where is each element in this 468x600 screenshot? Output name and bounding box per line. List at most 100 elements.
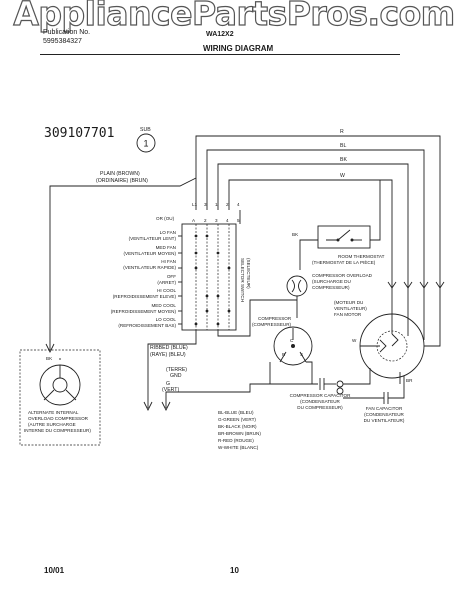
wire-label-w: W (340, 173, 345, 179)
fan-motor (359, 288, 441, 384)
ribbed-label-fr: (RAYE) (BLEU) (150, 352, 186, 358)
wire-label-bk: BK (340, 157, 347, 163)
sub-circle (136, 133, 156, 153)
mode-lo-cool-fr: (REFROIDISSEMENT BAS) (118, 323, 176, 328)
page-title: WIRING DIAGRAM (203, 44, 274, 53)
switch-terminal-3: 3 (204, 202, 207, 207)
capacitor-junction (336, 368, 371, 395)
switch-sub-terminal-5: 5 (237, 218, 240, 223)
fan-capacitor-label: FAN CAPACITOR (366, 406, 403, 411)
compressor-capacitor (269, 361, 336, 390)
switch-terminal-2: 2 (226, 202, 229, 207)
alternate-overload-inset (19, 349, 101, 446)
selector-switch (178, 223, 237, 331)
compressor-label: COMPRESSOR (258, 316, 292, 321)
ground-label: (TERRE) (166, 367, 187, 373)
legend-brown: BR-BROWN (BRUN) (218, 431, 261, 436)
fan-capacitor (343, 376, 405, 404)
switch-terminal-4: 4 (237, 202, 240, 207)
ground-wire-arrow (161, 401, 171, 412)
selector-switch-label-fr: (SELECTEUR) (246, 258, 251, 289)
selector-to-compressor-wire (217, 299, 297, 337)
fan-motor-wire-br: BR (406, 378, 413, 383)
plain-label-fr: (ORDINAIRE) (BRUN) (96, 178, 148, 184)
legend-blue: BL-BLUE (BLEU) (218, 410, 254, 415)
legend-white: W-WHITE (BLANC) (218, 445, 259, 450)
compressor-overload (286, 248, 308, 318)
compressor-overload-label: COMPRESSOR OVERLOAD (312, 273, 373, 278)
switch-sub-terminal-2: 2 (204, 218, 207, 223)
legend-green: G-GREEN (VERT) (218, 417, 256, 422)
compressor-terminal-r: R (282, 352, 286, 357)
compressor-overload-label-fr1: (SURCHARGE DU (312, 279, 351, 284)
fan-motor-wire-w: W (352, 338, 357, 343)
mode-off-fr: (ARRET) (157, 280, 176, 285)
g-label: G (166, 381, 170, 387)
switch-sub-terminal-a: A (192, 218, 196, 223)
wire-label-r: R (340, 129, 344, 135)
compressor-capacitor-label-fr2: DU COMPRESSEUR) (297, 405, 343, 410)
fan-motor-label-fr1: (MOTEUR DU (334, 300, 363, 305)
footer-date: 10/01 (44, 566, 65, 575)
mode-off: OFF (167, 274, 176, 279)
inset-wire-bk: BK (46, 356, 53, 361)
alt-overload-label-fr2: INTERNE DU COMPRESSEUR) (24, 428, 91, 433)
header-rule (40, 54, 400, 55)
ribbed-wire-arrow (143, 401, 153, 412)
room-thermostat (299, 180, 381, 249)
compressor-label-fr: (COMPRESSEUR) (252, 322, 292, 327)
sub-label: SUB (140, 127, 151, 133)
plain-cord (49, 177, 197, 350)
mode-med-fan: MED FAN (156, 245, 176, 250)
fan-capacitor-label-fr2: DU VENTILATEUR) (364, 418, 405, 423)
compressor-capacitor-label: COMPRESSOR CAPACITOR (290, 393, 352, 398)
mode-hi-cool: HI COOL (157, 288, 176, 293)
ribbed-label: RIBBED (BLUE) (150, 345, 188, 351)
selector-switch-label: SELECTOR SWITCH (240, 258, 245, 302)
mode-lo-fan-fr: (VENTILATEUR LENT) (129, 236, 177, 241)
footer-page: 10 (230, 566, 239, 575)
publication-number: 5995384327 (43, 38, 82, 45)
gnd-label: GND (170, 373, 182, 379)
model-number: WA12X2 (206, 31, 234, 38)
ground-wire (165, 383, 270, 408)
or-label: OR (OU) (156, 216, 175, 221)
room-thermostat-label: ROOM THERMOSTAT (338, 254, 385, 259)
fan-motor-label-fr2: VENTILATEUR) (334, 306, 367, 311)
publication-label: Publication No. (43, 29, 91, 36)
wire-label-bl: BL (340, 143, 346, 149)
switch-sub-terminal-4: 4 (226, 218, 229, 223)
fan-capacitor-label-fr1: (CONDENSATEUR (364, 412, 404, 417)
ribbed-wire (147, 330, 197, 408)
alt-overload-label: ALTERNATE INTERNAL (28, 410, 79, 415)
compressor-overload-label-fr2: COMPRESSEUR) (312, 285, 350, 290)
mode-med-cool-fr: (REFROIDISSEMENT MOYEN) (111, 309, 177, 314)
mode-hi-fan: HI FAN (161, 259, 176, 264)
part-number: 309107701 (44, 126, 115, 141)
mode-lo-cool: LO COOL (156, 317, 177, 322)
g-label-fr: (VERT) (162, 387, 179, 393)
color-legend: BL-BLUE (BLEU) G-GREEN (VERT) BK-BLACK (… (218, 410, 261, 450)
sub-number: 1 (144, 139, 149, 149)
plain-cord-arrow (45, 343, 55, 354)
plain-label: PLAIN (BROWN) (100, 171, 140, 177)
compressor-terminal-s: S (300, 352, 303, 357)
watermark: AppliancePartsPros.com (13, 0, 456, 34)
legend-black: BK-BLACK (NOIR) (218, 424, 257, 429)
switch-terminal-l1: L1 (192, 202, 198, 207)
alt-overload-label2: OVERLOAD COMPRESSOR (28, 416, 89, 421)
compressor-terminal-c: C (290, 338, 294, 343)
fan-motor-label: FAN MOTOR (334, 312, 362, 317)
thermostat-wire-bk: BK (292, 232, 299, 237)
switch-sub-terminal-3: 3 (215, 218, 218, 223)
switch-mode-labels: LO FAN (VENTILATEUR LENT) MED FAN (VENTI… (111, 230, 177, 328)
compressor (273, 326, 313, 366)
switch-terminal-1: 1 (215, 202, 218, 207)
room-thermostat-label-fr: (THERMOSTAT DE LA PIÈCE) (312, 259, 376, 265)
mode-med-fan-fr: (VENTILATEUR MOYEN) (124, 251, 177, 256)
mode-hi-fan-fr: (VENTILATEUR RAPIDE) (123, 265, 176, 270)
legend-red: R-RED (ROUGE) (218, 438, 254, 443)
power-wires (195, 135, 445, 289)
alt-overload-label-fr1: (AUTRE SURCHARGE (28, 422, 76, 427)
